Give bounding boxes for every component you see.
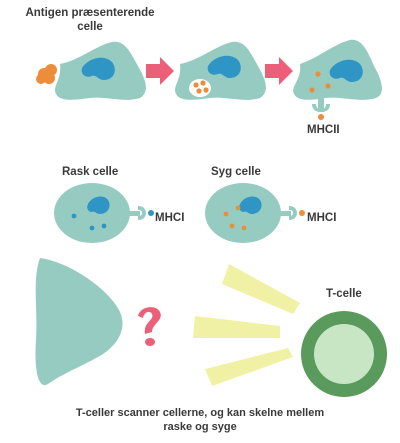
sick-nucleus	[239, 196, 262, 214]
antigen-blob-icon	[36, 64, 57, 84]
antigen-vesicle	[189, 79, 211, 97]
arrow-right-icon	[146, 57, 174, 85]
healthy-cell	[54, 183, 130, 243]
caption: T-celler scanner cellerne, og kan skelne…	[75, 407, 325, 433]
nucleus-3	[329, 59, 363, 82]
mhc1-sick-label: MHCI	[307, 212, 337, 224]
apc-label: Antigen præsenterende celle	[25, 7, 155, 33]
t-cell-label: T-celle	[326, 288, 362, 300]
question-mark-icon	[138, 307, 161, 346]
antigen-fragments	[309, 71, 331, 93]
arrow-right-icon	[265, 57, 293, 85]
healthy-nucleus	[87, 196, 110, 214]
healthy-cell-label: Rask celle	[62, 166, 119, 178]
receptor-icon	[312, 96, 330, 120]
nucleus-1	[81, 57, 115, 80]
scanned-cell	[35, 258, 123, 386]
nucleus-2	[207, 55, 241, 78]
receptor-icon	[277, 206, 305, 220]
mhc1-healthy-label: MHCI	[155, 212, 185, 224]
scan-beams	[193, 264, 300, 386]
t-cell-inner	[314, 324, 374, 384]
sick-cell	[205, 183, 281, 243]
mhc2-label: MHCII	[307, 124, 340, 136]
receptor-icon	[126, 206, 154, 220]
sick-cell-label: Syg celle	[211, 166, 261, 178]
